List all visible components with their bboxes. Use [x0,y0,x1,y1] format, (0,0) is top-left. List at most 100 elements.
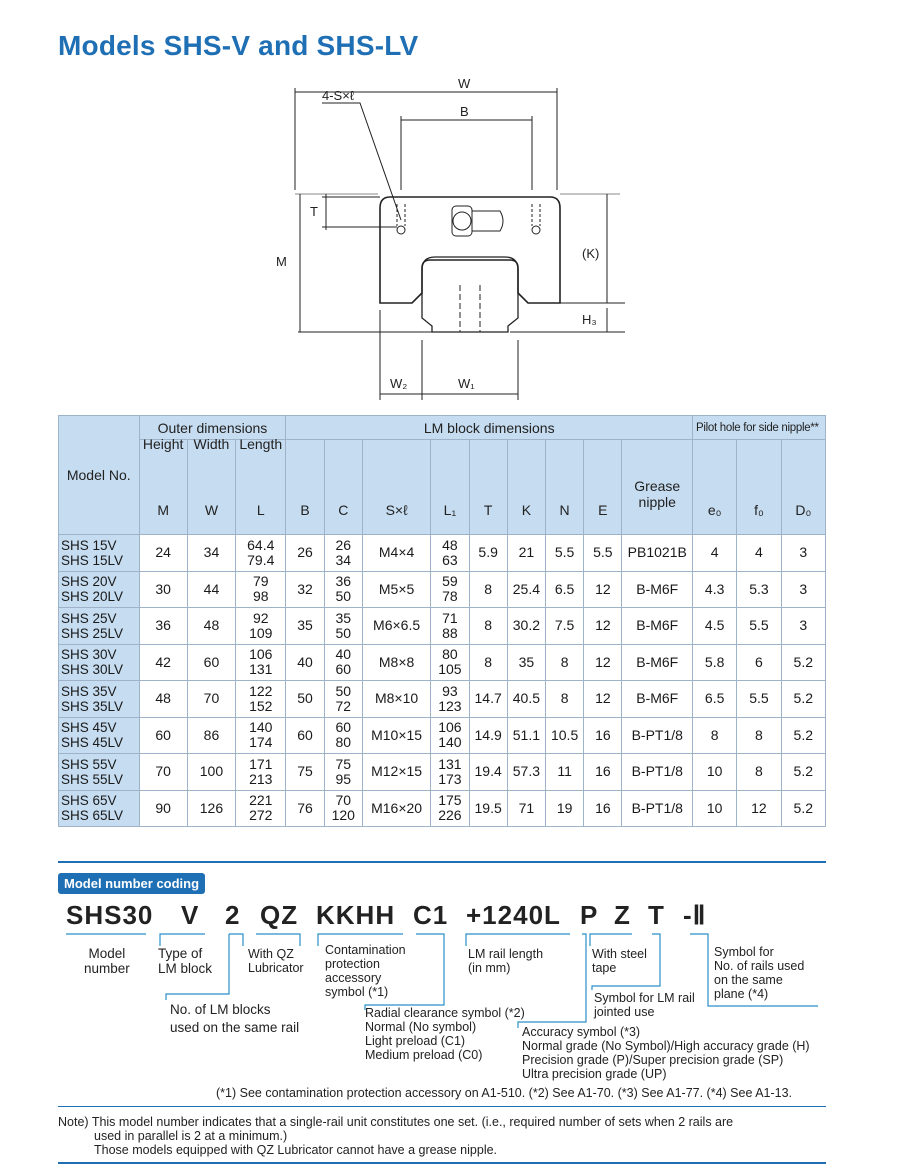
cell-t: 8 [468,570,508,608]
cell-b: 40 [285,643,325,681]
cell-w: 86 [186,716,237,754]
cell-f0: 8 [736,716,782,754]
cell-f0: 4 [736,534,782,572]
cell-value: 174 [249,734,273,751]
cell-f0: 12 [736,789,782,827]
cell-value: 140 [249,719,273,736]
dim-label-w: W [458,76,471,91]
cell-s: M6×6.5 [361,607,432,645]
code-seg-joint: T [648,900,665,930]
cell-b: 75 [285,753,325,791]
dim-label-h3: H₃ [582,312,597,327]
cell-g: B-PT1/8 [621,753,694,791]
cell-b: 32 [285,570,325,608]
cell-n: 6.5 [544,570,585,608]
dim-label-w2: W₂ [390,376,407,391]
bottom-divider [58,1162,826,1164]
cell-f0: 8 [736,753,782,791]
col-c: C [323,439,363,535]
cell-e0: 5.8 [692,643,738,681]
cell-w: 34 [186,534,237,572]
cell-value: 35 [335,609,352,626]
ann-rail-length: LM rail length(in mm) [468,947,544,975]
cell-g: B-M6F [621,570,694,608]
model-no-header: Model No. [58,415,140,535]
cell-g: B-PT1/8 [621,789,694,827]
cell-value: 105 [438,661,462,678]
cell-value: 59 [442,573,458,590]
cell-d0: 5.2 [780,680,827,718]
cell-b: 50 [285,680,325,718]
cell-value: 109 [249,624,273,641]
cell-value: 36 [335,573,352,590]
cell-f0: 5.5 [736,680,782,718]
cell-w: 48 [186,607,237,645]
cell-m: 42 [138,643,188,681]
cell-n: 11 [544,753,585,791]
dim-label-b: B [460,104,469,119]
cell-m: 24 [138,534,188,572]
model-name: SHS 25V [61,610,117,626]
cell-value: 75 [335,755,352,772]
cell-value: 72 [335,697,352,714]
cell-value: 70 [335,792,352,809]
cell-e0: 4 [692,534,738,572]
cell-value: 175 [438,792,462,809]
cell-e: 5.5 [583,534,623,572]
cell-s: M8×8 [361,643,432,681]
col-t: T [468,439,508,535]
code-seg-blocks: 2 [225,900,241,930]
cell-value: 106 [438,719,462,736]
model-name: SHS 45V [61,720,117,736]
dim-label-w1: W₁ [458,376,475,391]
cell-value: 98 [252,588,269,605]
cell-e: 16 [583,716,623,754]
cell-value: 95 [335,770,352,787]
ann-accuracy: Accuracy symbol (*3)Normal grade (No Sym… [522,1025,810,1081]
code-seg-qz: QZ [260,900,299,930]
cell-d0: 5.2 [780,643,827,681]
model-name: SHS 35LV [61,698,124,714]
cell-k: 21 [506,534,547,572]
cell-s: M5×5 [361,570,432,608]
cell-value: 79.4 [247,551,275,568]
code-seg-type: V [181,900,200,930]
cell-value: 48 [442,536,458,553]
code-seg-model: SHS30 [66,900,154,930]
cell-b: 76 [285,789,325,827]
cell-k: 35 [506,643,547,681]
cell-d0: 5.2 [780,716,827,754]
cell-n: 5.5 [544,534,585,572]
cell-value: 226 [438,807,462,824]
cell-value: 152 [249,697,273,714]
dim-label-m: M [276,254,287,269]
cell-n: 8 [544,680,585,718]
cell-value: 140 [438,734,462,751]
cell-m: 90 [138,789,188,827]
block-rail-cross-section: W B 4-S×ℓ T M (K) H₃ W₂ W₁ [276,76,625,400]
cell-value: 173 [438,770,462,787]
col-e: E [583,439,623,535]
cell-value: 80 [335,734,352,751]
cell-value: 63 [442,551,458,568]
cell-e0: 8 [692,716,738,754]
col-f0: f₀ [736,439,782,535]
cell-k: 51.1 [506,716,547,754]
cell-n: 10.5 [544,716,585,754]
cell-value: 131 [438,755,462,772]
pilot-hole-header: Pilot hole for side nipple** [692,415,826,440]
